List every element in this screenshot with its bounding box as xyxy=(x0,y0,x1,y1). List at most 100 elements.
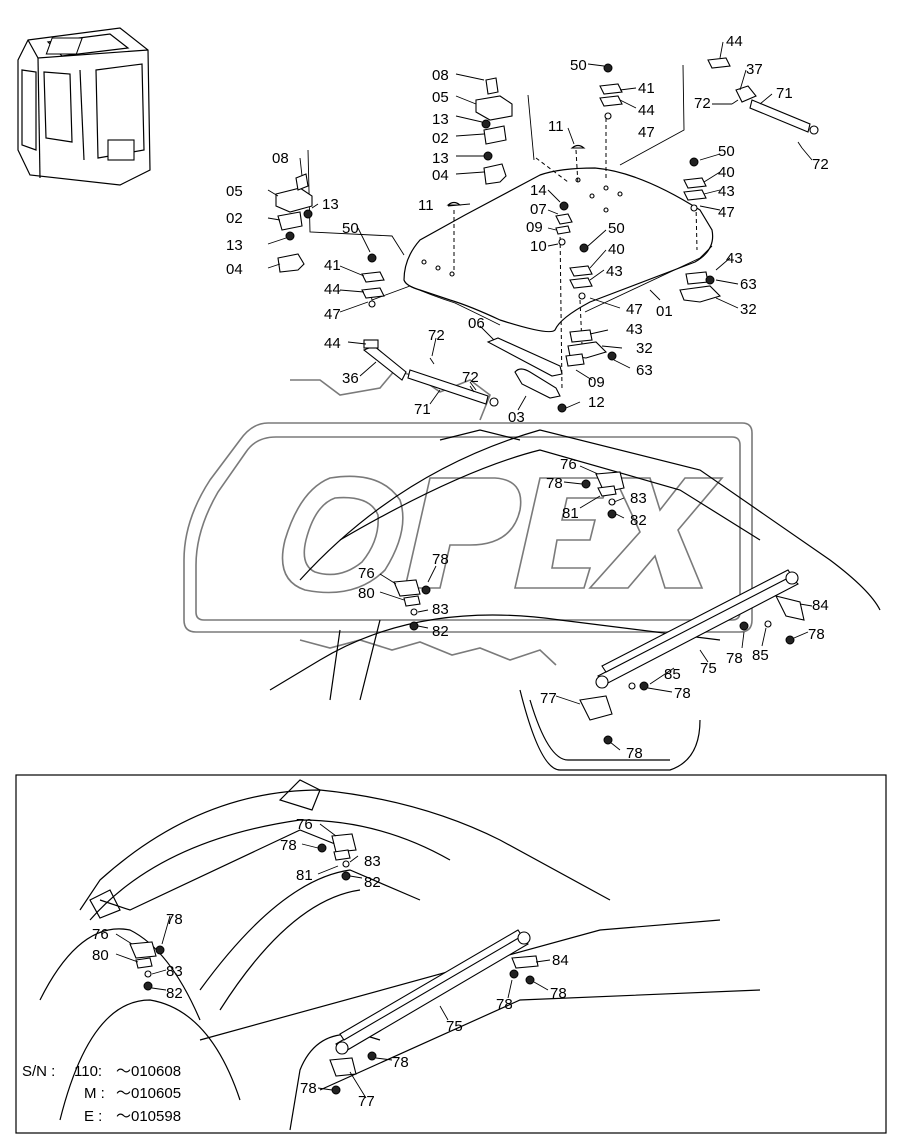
callout: 84 xyxy=(812,597,829,614)
callout: 08 xyxy=(272,150,289,167)
callout: 85 xyxy=(752,647,769,664)
serial-range: ～010598 xyxy=(116,1108,181,1125)
callout: 32 xyxy=(636,340,653,357)
callout: 40 xyxy=(718,164,735,181)
callout: 78 xyxy=(626,745,643,762)
callout: 32 xyxy=(740,301,757,318)
callout: 09 xyxy=(588,374,605,391)
callout: 78 xyxy=(546,475,563,492)
callout: 78 xyxy=(280,837,297,854)
cab-roof xyxy=(269,429,881,771)
callout: 82 xyxy=(166,985,183,1002)
callout: 43 xyxy=(726,250,743,267)
leader-lines-main xyxy=(267,41,813,751)
callout: 41 xyxy=(324,257,341,274)
callout: 78 xyxy=(432,551,449,568)
callout: 50 xyxy=(608,220,625,237)
callout: 75 xyxy=(446,1018,463,1035)
callout: 44 xyxy=(324,335,341,352)
gas-springs xyxy=(362,57,819,407)
hinge-left xyxy=(275,173,313,273)
center-fasteners xyxy=(555,201,573,246)
callout: 85 xyxy=(664,666,681,683)
callout: 03 xyxy=(508,409,525,426)
callout: 63 xyxy=(636,362,653,379)
callout: 71 xyxy=(776,85,793,102)
serial-number-note: S/N : 110: ～010608 M : ～010605 E : ～0105… xyxy=(22,1063,181,1125)
callout: 50 xyxy=(570,57,587,74)
callout: 80 xyxy=(358,585,375,602)
callouts-main: 44 50 37 41 71 72 44 08 05 47 13 02 13 0… xyxy=(226,33,829,762)
hinge-center xyxy=(475,77,513,185)
callout: 43 xyxy=(626,321,643,338)
callout: 81 xyxy=(562,505,579,522)
callout: 05 xyxy=(226,183,243,200)
watermark-logo xyxy=(183,369,753,666)
callout: 78 xyxy=(550,985,567,1002)
serial-header: S/N : xyxy=(22,1063,55,1080)
callout: 07 xyxy=(530,201,547,218)
callout: 83 xyxy=(630,490,647,507)
serial-model: M : xyxy=(84,1085,105,1102)
callout: 44 xyxy=(324,281,341,298)
callout: 47 xyxy=(638,124,655,141)
callout: 05 xyxy=(432,89,449,106)
callout: 02 xyxy=(226,210,243,227)
callout: 09 xyxy=(526,219,543,236)
callout: 13 xyxy=(432,111,449,128)
callout: 78 xyxy=(674,685,691,702)
callout: 76 xyxy=(92,926,109,943)
serial-model: 110: xyxy=(74,1063,102,1080)
callout: 08 xyxy=(432,67,449,84)
callout: 78 xyxy=(166,911,183,928)
callout: 78 xyxy=(726,650,743,667)
callout: 47 xyxy=(324,306,341,323)
callout: 37 xyxy=(746,61,763,78)
callout: 78 xyxy=(496,996,513,1013)
callout: 04 xyxy=(226,261,243,278)
assembly-lines xyxy=(307,64,698,391)
callout: 41 xyxy=(638,80,655,97)
callout: 04 xyxy=(432,167,449,184)
callout: 77 xyxy=(540,690,557,707)
brackets-32 xyxy=(565,271,722,367)
callout: 80 xyxy=(92,947,109,964)
callout: 12 xyxy=(588,394,605,411)
callout: 43 xyxy=(606,263,623,280)
callout: 75 xyxy=(700,660,717,677)
callout: 43 xyxy=(718,183,735,200)
serial-model: E : xyxy=(84,1108,102,1125)
pins xyxy=(446,144,586,206)
serial-range: ～010608 xyxy=(116,1063,181,1080)
right-shims xyxy=(361,63,707,308)
callout: 83 xyxy=(364,853,381,870)
callout: 83 xyxy=(432,601,449,618)
callout: 13 xyxy=(432,150,449,167)
callout: 63 xyxy=(740,276,757,293)
callout: 78 xyxy=(300,1080,317,1097)
callout: 13 xyxy=(322,196,339,213)
visor-hooks-main xyxy=(393,471,625,631)
callout: 78 xyxy=(392,1054,409,1071)
callout: 76 xyxy=(560,456,577,473)
handle-parts xyxy=(486,337,567,413)
callout: 84 xyxy=(552,952,569,969)
callout: 50 xyxy=(718,143,735,160)
callout: 72 xyxy=(462,369,479,386)
callout: 47 xyxy=(626,301,643,318)
callout: 10 xyxy=(530,238,547,255)
callout: 78 xyxy=(808,626,825,643)
callout: 36 xyxy=(342,370,359,387)
callout: 40 xyxy=(608,241,625,258)
callout: 82 xyxy=(432,623,449,640)
callout: 13 xyxy=(226,237,243,254)
callout: 47 xyxy=(718,204,735,221)
callout: 11 xyxy=(418,197,434,214)
callout: 82 xyxy=(630,512,647,529)
callout: 11 xyxy=(548,118,564,135)
callout: 44 xyxy=(638,102,655,119)
callout: 83 xyxy=(166,963,183,980)
callout: 02 xyxy=(432,130,449,147)
